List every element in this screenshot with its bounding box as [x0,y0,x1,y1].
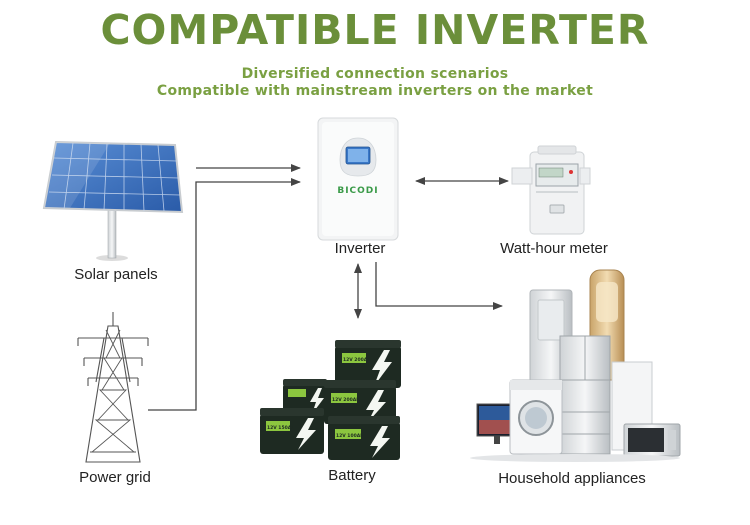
connection-lines [148,164,509,411]
inverter-label: Inverter [334,240,386,257]
solar-panels-label: Solar panels [74,266,158,283]
subtitle-line-1: Diversified connection scenarios [241,66,509,82]
appliances-illustration [470,269,681,462]
subtitle-line-2: Compatible with mainstream inverters on … [156,83,594,99]
battery-stack-illustration [260,340,401,460]
battery-unit [324,380,396,424]
battery-label-caption: Battery [328,467,376,484]
inverter-brand-logo: BICODI [337,186,378,196]
battery-unit [260,408,324,454]
page-title: COMPATIBLE INVERTER [100,6,650,54]
inverter-illustration [317,117,399,241]
meter-illustration [511,145,591,235]
grid-to-inverter-arrow [148,178,301,411]
power-tower-illustration [77,312,149,463]
battery-unit [335,340,401,388]
power-grid-label: Power grid [79,469,151,486]
household-appliances-label: Household appliances [498,470,646,487]
watt-hour-meter-label: Watt-hour meter [500,240,608,257]
battery-label: 12V 200Ah [332,397,359,403]
battery-unit [328,416,400,460]
inverter-appliances-arrow [375,262,503,310]
solar-panel-illustration [42,140,184,261]
battery-label: 12V 100Ah [336,433,363,439]
battery-label: 12V 150Ah [267,425,294,431]
battery-label: 12V 200Ah [343,357,370,363]
